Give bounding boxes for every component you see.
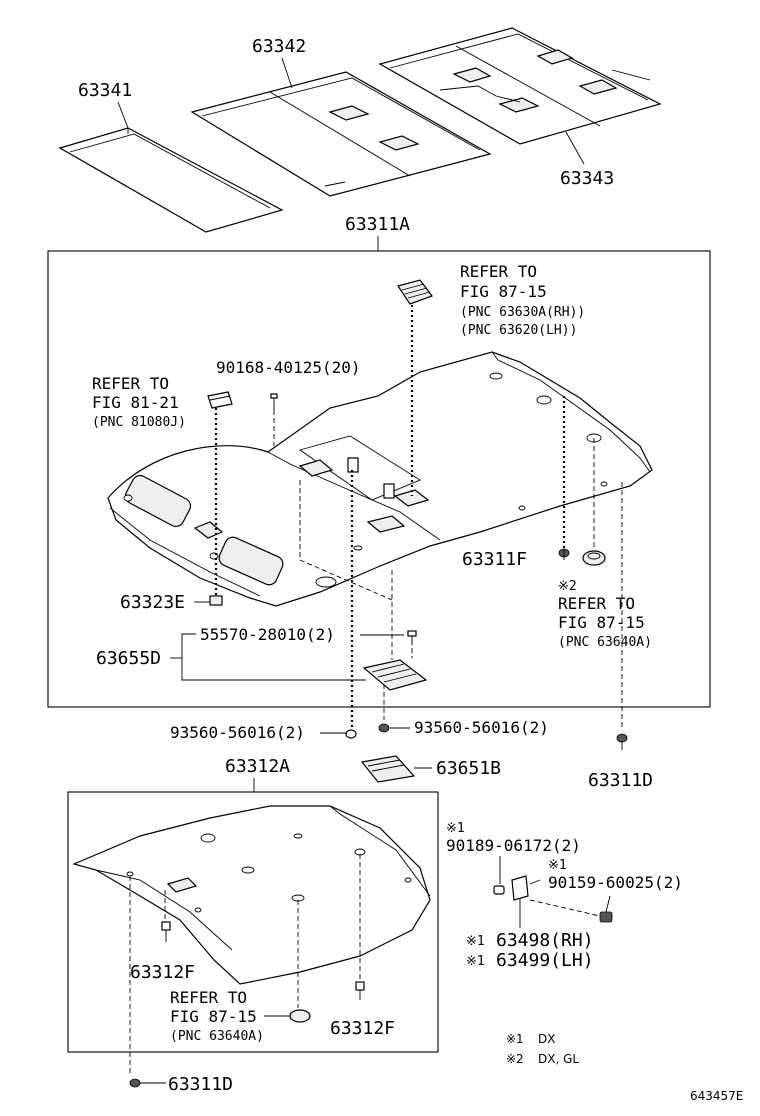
note1-mark-63499: ※1 (466, 954, 485, 969)
refer-grip-line4: (PNC 63620(LH)) (460, 323, 577, 338)
upper-assembly-box (47, 250, 711, 708)
note1-mark-63498: ※1 (466, 934, 485, 949)
refer-clip-line2: FIG 87-15 (558, 613, 645, 632)
label-63342: 63342 (252, 36, 306, 57)
label-63323E: 63323E (120, 592, 185, 613)
label-63311A: 63311A (345, 214, 410, 235)
refer-clip-line1: REFER TO (558, 594, 635, 613)
label-93560-left: 93560-56016(2) (170, 723, 305, 742)
legend2-mark: ※2 (506, 1052, 524, 1066)
label-63499: 63499(LH) (496, 950, 594, 971)
room-lamp-part (207, 391, 233, 409)
nut-93560-right-icon (378, 723, 390, 733)
label-63312F-left: 63312F (130, 962, 195, 983)
label-63311D-upper: 63311D (588, 770, 653, 791)
label-63341: 63341 (78, 80, 132, 101)
refer-lamp-line1: REFER TO (92, 374, 169, 393)
legend2-text: DX, GL (538, 1052, 579, 1066)
pad-63342 (190, 71, 492, 197)
refer-grip-line2: FIG 87-15 (460, 282, 547, 301)
clip-63312F-left-icon (161, 921, 171, 942)
note1-mark-a: ※1 (446, 821, 465, 836)
refer-lower-line1: REFER TO (170, 988, 247, 1007)
label-63311D-lower: 63311D (168, 1074, 233, 1095)
lower-assembly-box (67, 791, 439, 1053)
clip-63311D-upper-icon (616, 733, 628, 750)
label-63343: 63343 (560, 168, 614, 189)
label-63651B: 63651B (436, 758, 501, 779)
label-90159-60025: 90159-60025(2) (548, 873, 683, 892)
label-90189-06172: 90189-06172(2) (446, 836, 581, 855)
refer-lamp-line3: (PNC 81080J) (92, 415, 186, 430)
bracket-63498-icon (511, 875, 541, 916)
legend1-text: DX (538, 1032, 555, 1046)
label-55570-28010: 55570-28010(2) (200, 625, 335, 644)
clip-63311D-lower-icon (129, 1078, 141, 1088)
label-63498: 63498(RH) (496, 930, 594, 951)
refer-grip-line3: (PNC 63630A(RH)) (460, 305, 585, 320)
screw-90168-icon (270, 393, 278, 410)
label-63312F-right: 63312F (330, 1018, 395, 1039)
refer-grip-line1: REFER TO (460, 262, 537, 281)
refer-lower-line3: (PNC 63640A) (170, 1029, 264, 1044)
label-63312A: 63312A (225, 756, 290, 777)
bolt-90189-icon (493, 885, 505, 895)
assist-grip-part (397, 279, 433, 305)
label-63655D: 63655D (96, 648, 161, 669)
headliner-63312A (72, 805, 431, 985)
pad-63343 (378, 27, 662, 145)
retainer-63640A-lower-icon (289, 1009, 311, 1023)
pad-63341 (58, 127, 284, 233)
nut-93560-left-icon (345, 729, 357, 739)
clip-63312F-right-icon (355, 981, 365, 1000)
label-63311F: 63311F (462, 549, 527, 570)
headliner-63311A (107, 351, 653, 607)
clip-63323E-icon (209, 595, 223, 606)
bracket-63655D (362, 659, 428, 691)
bracket-63651B (360, 755, 416, 783)
note2-mark-upper: ※2 (558, 579, 577, 594)
refer-lamp-line2: FIG 81-21 (92, 393, 179, 412)
label-90168-40125: 90168-40125(20) (216, 358, 361, 377)
note1-mark-b: ※1 (548, 858, 567, 873)
bolt-90159-icon (599, 911, 613, 923)
screw-55570-icon (407, 630, 417, 644)
clip-63311F-icon (558, 548, 570, 560)
legend1-mark: ※1 (506, 1032, 524, 1046)
refer-clip-line3: (PNC 63640A) (558, 635, 652, 650)
figure-code: 643457E (690, 1089, 743, 1103)
label-93560-right: 93560-56016(2) (414, 718, 549, 737)
retainer-63640A-icon (582, 550, 606, 566)
refer-lower-line2: FIG 87-15 (170, 1007, 257, 1026)
